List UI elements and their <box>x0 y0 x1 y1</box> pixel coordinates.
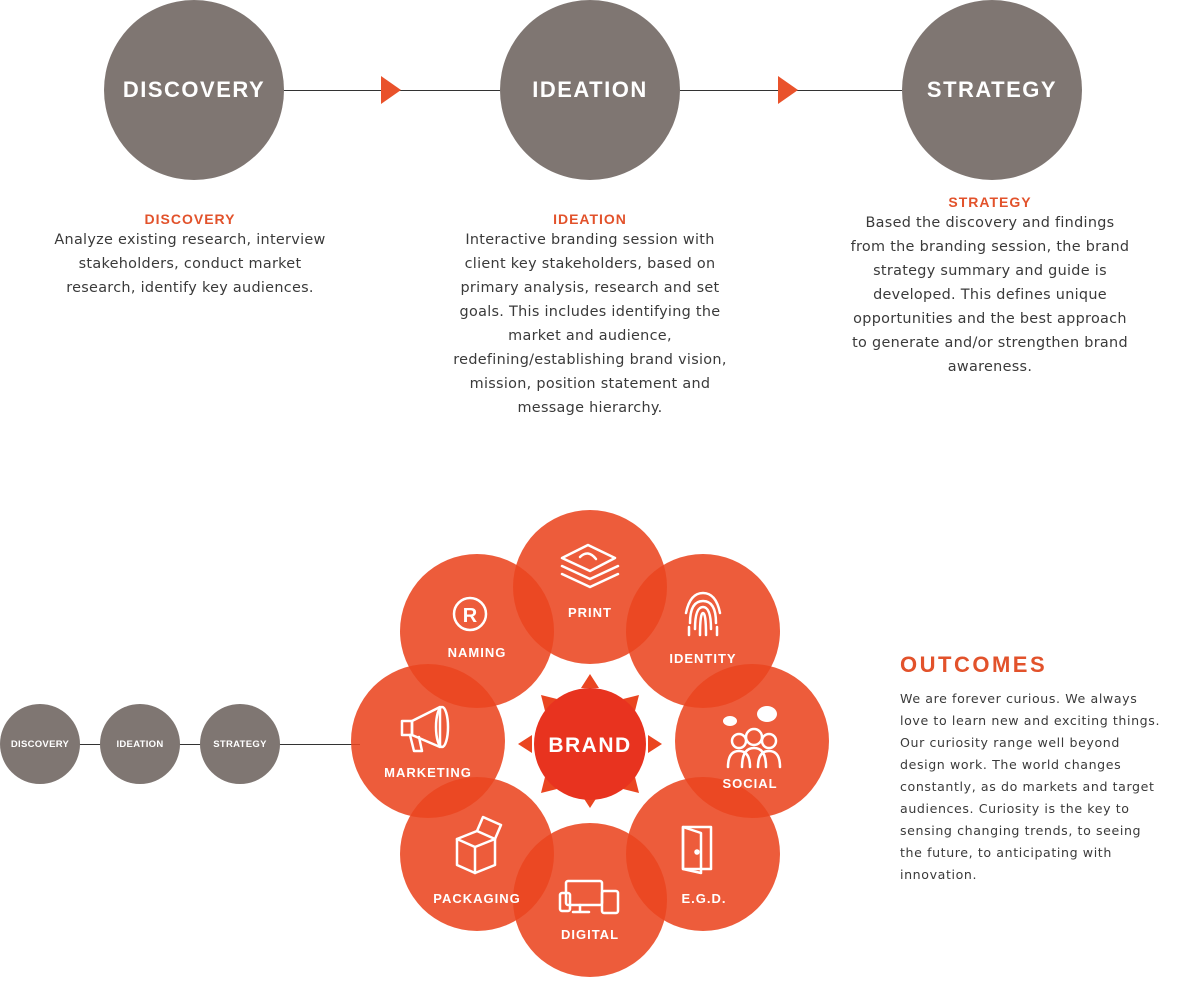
desc-line: mission, position statement and <box>469 376 711 392</box>
petal-label-print: PRINT <box>568 605 612 620</box>
outcomes-line: sensing changing trends, to seeing <box>900 823 1142 838</box>
petal-label-marketing: MARKETING <box>384 765 472 780</box>
petal-label-packaging: PACKAGING <box>433 891 520 906</box>
desc-line: developed. This defines unique <box>873 287 1107 303</box>
desc-line: Interactive branding session with <box>465 232 715 248</box>
mini-circle-discovery: DISCOVERY <box>0 704 80 784</box>
flow-arrow-2 <box>778 76 798 104</box>
ray <box>581 674 599 688</box>
ray <box>518 735 532 753</box>
desc-line: awareness. <box>947 359 1033 375</box>
outcomes-line: constantly, as do markets and target <box>900 779 1155 794</box>
discovery-description: DISCOVERY Analyze existing research, int… <box>35 210 345 300</box>
desc-line: stakeholders, conduct market <box>78 256 302 272</box>
ray <box>541 695 557 711</box>
outcomes-line: the future, to anticipating with <box>900 845 1112 860</box>
petal-naming <box>400 554 554 708</box>
desc-line: to generate and/or strengthen brand <box>852 335 1128 351</box>
step-circle-ideation: IDEATION <box>500 0 680 180</box>
fingerprint-icon <box>684 591 722 637</box>
outcomes-line: love to learn new and exciting things. <box>900 713 1161 728</box>
registered-letter: R <box>463 605 478 627</box>
desc-line: research, identify key audiences. <box>66 280 314 296</box>
step-circle-discovery: DISCOVERY <box>104 0 284 180</box>
ray <box>648 735 662 753</box>
strategy-title: STRATEGY <box>948 194 1032 210</box>
outcomes-line: We are forever curious. We always <box>900 691 1138 706</box>
petal-label-digital: DIGITAL <box>561 927 619 942</box>
outcomes-line: design work. The world changes <box>900 757 1122 772</box>
box-icon <box>455 815 503 875</box>
brand-center-label: BRAND <box>548 734 631 757</box>
print-stack-icon <box>560 543 620 589</box>
outcomes-line: audiences. Curiosity is the key to <box>900 801 1130 816</box>
mini-circle-ideation: IDEATION <box>100 704 180 784</box>
desc-line: client key stakeholders, based on <box>464 256 716 272</box>
petal-label-identity: IDENTITY <box>669 651 736 666</box>
ideation-title: IDEATION <box>553 211 627 227</box>
brand-rays <box>518 674 662 808</box>
desc-line: redefining/establishing brand vision, <box>453 352 727 368</box>
desc-line: primary analysis, research and set <box>460 280 720 296</box>
desc-line: Based the discovery and findings <box>865 215 1115 231</box>
ray <box>623 777 639 793</box>
outcomes-title: OUTCOMES <box>900 652 1048 677</box>
ray <box>541 777 557 793</box>
ray <box>623 695 639 711</box>
brand-wheel: BRAND <box>351 510 829 977</box>
outcomes-body: We are forever curious. We always love t… <box>900 688 1175 886</box>
petal-label-naming: NAMING <box>448 645 507 660</box>
discovery-title: DISCOVERY <box>144 211 236 227</box>
registered-icon <box>452 596 488 632</box>
desc-line: message hierarchy. <box>517 400 663 416</box>
mini-circle-strategy: STRATEGY <box>200 704 280 784</box>
desc-line: market and audience, <box>508 328 672 344</box>
desc-line: from the branding session, the brand <box>850 239 1130 255</box>
petal-label-social: SOCIAL <box>722 776 777 791</box>
devices-icon <box>558 879 620 915</box>
brand-center-circle <box>534 688 646 800</box>
desc-line: Analyze existing research, interview <box>54 232 326 248</box>
desc-line: goals. This includes identifying the <box>459 304 721 320</box>
petal-label-egd: E.G.D. <box>681 891 726 906</box>
flow-arrow-1 <box>381 76 401 104</box>
ideation-description: IDEATION Interactive branding session wi… <box>420 210 760 420</box>
social-people-icon <box>723 706 782 769</box>
strategy-description: STRATEGY Based the discovery and finding… <box>820 193 1160 379</box>
door-icon <box>681 825 713 875</box>
outcomes-line: Our curiosity range well beyond <box>900 735 1120 750</box>
desc-line: opportunities and the best approach <box>853 311 1127 327</box>
megaphone-icon <box>400 705 450 753</box>
desc-line: strategy summary and guide is <box>873 263 1107 279</box>
outcomes-line: innovation. <box>900 867 978 882</box>
step-circle-strategy: STRATEGY <box>902 0 1082 180</box>
